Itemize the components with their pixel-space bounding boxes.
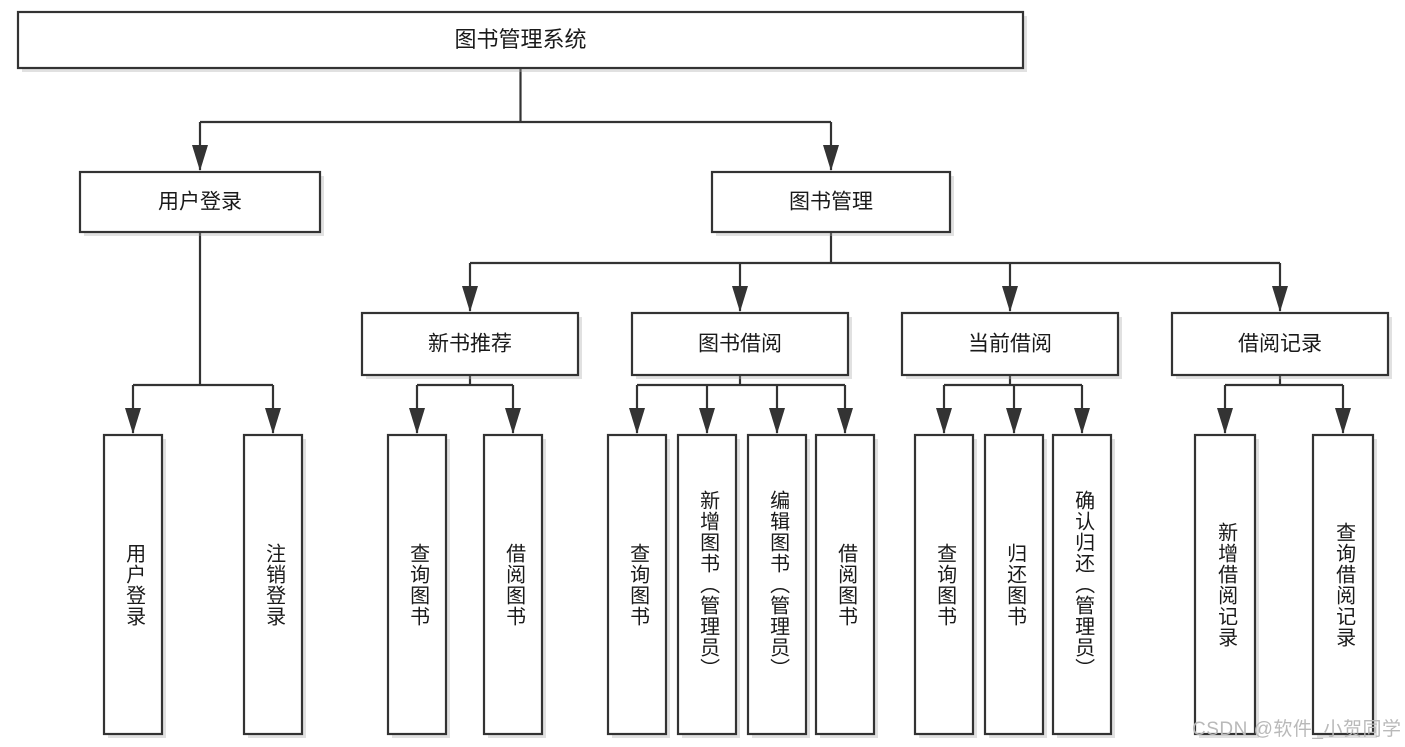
- node-box[interactable]: [746, 433, 808, 736]
- node-leaf-query-book-3[interactable]: [913, 433, 977, 738]
- node-leaf-query-book-1[interactable]: [386, 433, 450, 738]
- node-leaf-user-logout[interactable]: [242, 433, 306, 738]
- arrow-head-icon: [732, 286, 748, 312]
- arrow-head-icon: [125, 408, 141, 434]
- node-box[interactable]: [1193, 433, 1257, 736]
- node-box[interactable]: [710, 170, 952, 234]
- arrow-head-icon: [1272, 286, 1288, 312]
- node-root[interactable]: 图书管理系统: [16, 10, 1027, 72]
- node-leaf-query-record[interactable]: [1311, 433, 1377, 738]
- node-label: 图书管理系统: [454, 27, 586, 52]
- watermark: CSDN @软件_小贺同学: [1192, 719, 1402, 740]
- node-box[interactable]: [102, 433, 164, 736]
- node-leaf-borrow-book-2[interactable]: [814, 433, 878, 738]
- arrow-head-icon: [1002, 286, 1018, 312]
- node-leaf-return-book[interactable]: [983, 433, 1047, 738]
- arrow-head-icon: [1074, 408, 1090, 434]
- node-leaf-borrow-book-1[interactable]: [482, 433, 546, 738]
- node-borrow-records[interactable]: 借阅记录: [1170, 311, 1392, 379]
- node-box[interactable]: [630, 311, 850, 377]
- node-box[interactable]: [913, 433, 975, 736]
- arrow-head-icon: [265, 408, 281, 434]
- connector-layer: [125, 68, 1351, 434]
- node-label: 当前借阅: [968, 333, 1052, 356]
- node-book-management[interactable]: 图书管理: [710, 170, 954, 236]
- node-book-borrow[interactable]: 图书借阅: [630, 311, 852, 379]
- node-user-login[interactable]: 用户登录: [78, 170, 324, 236]
- arrow-head-icon: [769, 408, 785, 434]
- node-leaf-add-book[interactable]: [676, 433, 740, 738]
- node-box[interactable]: [606, 433, 668, 736]
- node-box[interactable]: [242, 433, 304, 736]
- node-leaf-confirm-return[interactable]: [1051, 433, 1115, 738]
- node-box[interactable]: [1051, 433, 1113, 736]
- node-box[interactable]: [900, 311, 1120, 377]
- arrow-head-icon: [629, 408, 645, 434]
- arrow-head-icon: [192, 145, 208, 171]
- node-leaf-edit-book[interactable]: [746, 433, 810, 738]
- arrow-head-icon: [936, 408, 952, 434]
- node-label: 用户登录: [158, 191, 242, 214]
- node-box[interactable]: [360, 311, 580, 377]
- arrow-head-icon: [409, 408, 425, 434]
- node-label: 图书管理: [789, 191, 873, 214]
- arrow-head-icon: [1217, 408, 1233, 434]
- node-label: 新书推荐: [428, 333, 512, 356]
- node-box[interactable]: [676, 433, 738, 736]
- node-box[interactable]: [1311, 433, 1375, 736]
- node-leaf-user-login[interactable]: [102, 433, 166, 738]
- node-box[interactable]: [1170, 311, 1390, 377]
- node-box[interactable]: [16, 10, 1025, 70]
- arrow-head-icon: [837, 408, 853, 434]
- node-leaf-query-book-2[interactable]: [606, 433, 670, 738]
- arrow-head-icon: [1006, 408, 1022, 434]
- node-box[interactable]: [814, 433, 876, 736]
- arrow-head-icon: [462, 286, 478, 312]
- arrow-head-icon: [1335, 408, 1351, 434]
- node-box[interactable]: [482, 433, 544, 736]
- node-box[interactable]: [78, 170, 322, 234]
- node-current-borrow[interactable]: 当前借阅: [900, 311, 1122, 379]
- arrow-head-icon: [505, 408, 521, 434]
- node-box[interactable]: [386, 433, 448, 736]
- node-leaf-add-record[interactable]: [1193, 433, 1259, 738]
- arrow-head-icon: [699, 408, 715, 434]
- arrow-head-icon: [823, 145, 839, 171]
- node-box[interactable]: [983, 433, 1045, 736]
- node-label: 图书借阅: [698, 333, 782, 356]
- node-new-book-recommend[interactable]: 新书推荐: [360, 311, 582, 379]
- node-label: 借阅记录: [1238, 333, 1322, 356]
